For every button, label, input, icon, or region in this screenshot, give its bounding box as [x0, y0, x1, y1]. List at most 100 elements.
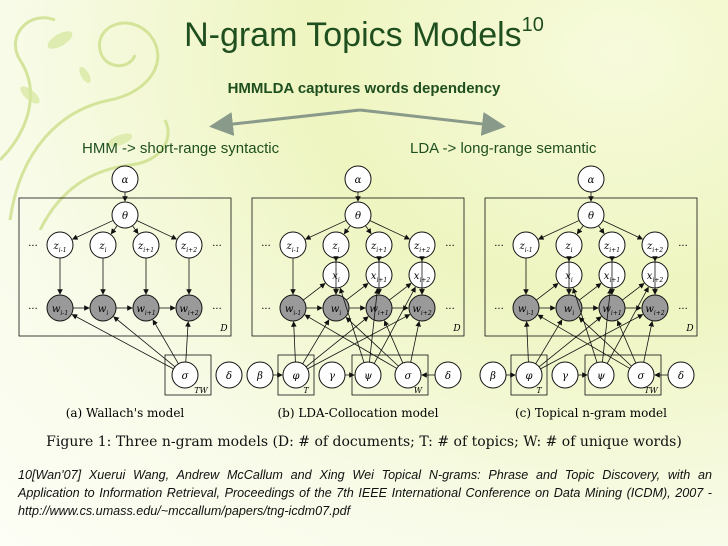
switch-node-label: xi+1: [604, 271, 620, 284]
edge: [383, 320, 404, 364]
topic-node-label: zi+2: [180, 241, 197, 254]
edge: [152, 319, 179, 364]
edge: [305, 316, 369, 368]
theta-node: [111, 201, 139, 229]
figure-caption: Figure 1: Three n-gram models (D: # of d…: [46, 434, 682, 450]
edge: [132, 225, 139, 235]
edge: [71, 220, 114, 240]
edge: [343, 225, 351, 235]
edge: [536, 283, 559, 301]
edge: [602, 288, 613, 363]
right-label: LDA -> long-range semantic: [410, 140, 597, 157]
switch-node-label: xi+2: [647, 271, 664, 284]
edge: [598, 225, 605, 235]
edge: [606, 286, 649, 364]
plate-label-d: D: [685, 324, 693, 334]
edge: [185, 321, 191, 363]
ellipsis: ···: [678, 304, 688, 315]
param-node: [394, 361, 422, 389]
edge: [643, 320, 654, 363]
edge: [535, 319, 563, 365]
word-node-label: wi+2: [412, 304, 432, 317]
param-node: [282, 361, 310, 389]
plate-label-tw: TW: [194, 386, 208, 395]
param-node-label: σ: [638, 371, 646, 382]
topic-node-label: zi+2: [413, 241, 430, 254]
word-node: [175, 294, 203, 322]
param-node: [627, 361, 655, 389]
ellipsis: ···: [494, 304, 504, 315]
delta-node-label: δ: [226, 371, 232, 382]
title-footnote-marker: 10: [521, 14, 544, 36]
word-node-label: wi-1: [52, 304, 68, 317]
edge: [616, 320, 637, 364]
left-label: HMM -> short-range syntactic: [82, 140, 280, 157]
topic-node-label: zi+2: [646, 241, 663, 254]
switch-node-label: xi+1: [371, 271, 387, 284]
ellipsis: ···: [261, 304, 271, 315]
topic-node: [512, 231, 540, 259]
topic-node-label: zi+1: [603, 241, 620, 254]
panel-caption: (c) Topical n-gram model: [515, 406, 667, 420]
ellipsis: ···: [28, 241, 38, 252]
slide-subtitle: HMMLDA captures words dependency: [227, 80, 501, 97]
alpha-node-label: α: [122, 175, 129, 186]
sigma-node: [171, 361, 199, 389]
topic-node-label: zi-1: [52, 241, 66, 254]
edge: [537, 220, 580, 240]
param-node-label: γ: [329, 371, 335, 382]
edge: [540, 314, 644, 370]
param-node-label: δ: [445, 371, 451, 382]
edge: [136, 220, 178, 240]
topic-node: [641, 231, 669, 259]
topic-node: [175, 231, 203, 259]
param-node-label: δ: [678, 371, 684, 382]
param-node: [587, 361, 615, 389]
word-node: [408, 294, 436, 322]
word-node-label: wi+1: [602, 304, 621, 317]
edge: [389, 283, 412, 301]
ellipsis: ···: [261, 241, 271, 252]
word-node-label: wi: [98, 304, 109, 317]
sigma-node-label: σ: [182, 371, 190, 382]
edge: [369, 288, 380, 363]
param-node-label: ψ: [597, 371, 605, 382]
edge: [365, 225, 372, 235]
edge: [579, 283, 602, 301]
edge: [302, 319, 330, 365]
edge: [369, 220, 411, 240]
panel-caption: (b) LDA-Collocation model: [277, 406, 438, 420]
theta-node: [577, 201, 605, 229]
word-node-label: wi+1: [369, 304, 388, 317]
edge: [291, 321, 297, 363]
ellipsis: ···: [445, 241, 455, 252]
edge: [110, 225, 118, 235]
ellipsis: ···: [212, 304, 222, 315]
topic-node-label: zi+1: [370, 241, 387, 254]
param-node-label: φ: [525, 371, 532, 382]
word-node-label: wi+2: [179, 304, 199, 317]
delta-node: [215, 361, 243, 389]
alpha-node-label: α: [355, 175, 362, 186]
edge: [113, 316, 176, 368]
edge: [537, 314, 630, 369]
topic-node: [408, 231, 436, 259]
word-node-label: wi+1: [136, 304, 155, 317]
plate-label-w: W: [414, 386, 423, 395]
topic-node-label: zi-1: [285, 241, 299, 254]
word-node-label: wi-1: [518, 304, 534, 317]
switch-node-label: xi: [332, 271, 340, 284]
word-node-label: wi+2: [645, 304, 665, 317]
edge: [572, 287, 598, 363]
theta-node-label: θ: [355, 211, 361, 222]
edge: [307, 314, 411, 370]
edge: [304, 220, 347, 240]
param-node: [515, 361, 543, 389]
plate-label-t: T: [303, 386, 309, 395]
topic-node: [132, 231, 160, 259]
param-node-label: β: [256, 371, 263, 382]
param-node-label: σ: [405, 371, 413, 382]
plate-label-d: D: [452, 324, 460, 334]
